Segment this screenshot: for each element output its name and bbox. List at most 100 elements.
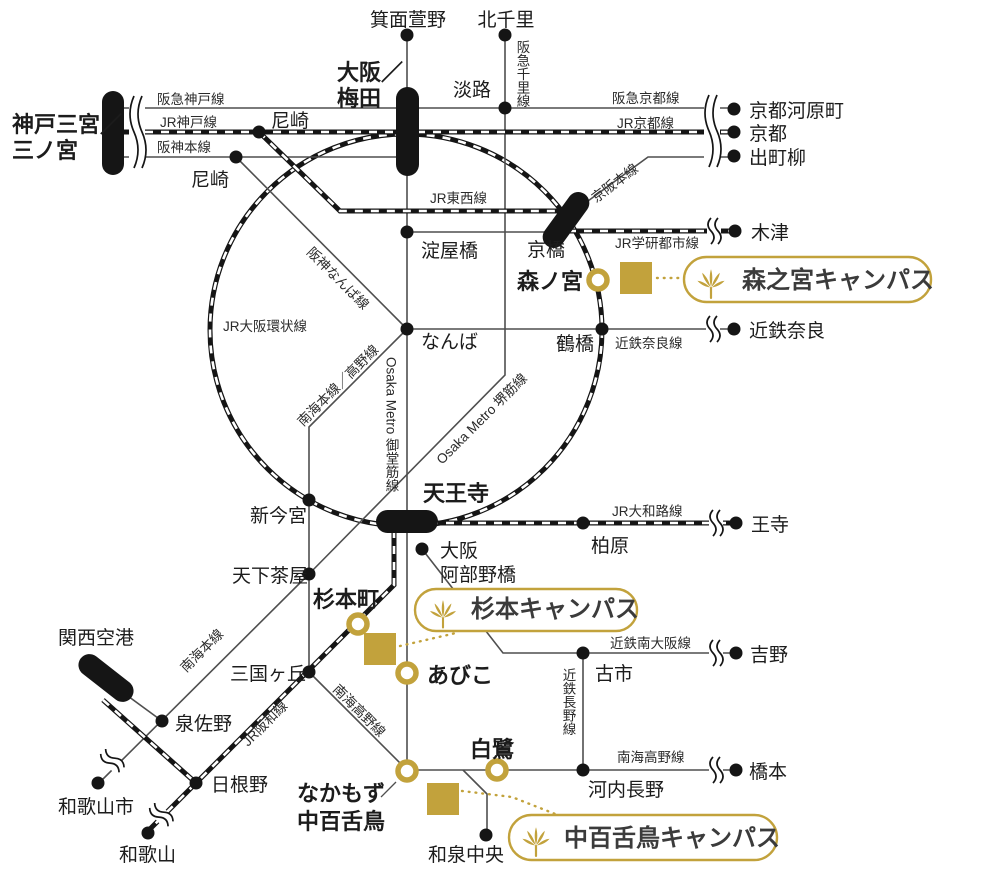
station-label-yodoyabashi: 淀屋橋 [421, 240, 478, 262]
station-dot-kita-senri [498, 28, 512, 42]
line-label-jr-kyoto: JR京都線 [617, 116, 674, 131]
station-label-kyoto-kawaramachi: 京都河原町 [749, 100, 844, 122]
station-label-kansai-airport: 関西空港 [58, 627, 134, 649]
line-label-jr-hanwa: JR阪和線 [240, 698, 291, 749]
campus-marker-sugimoto [364, 633, 396, 665]
station-label-osaka-abenobashi-2: 阿部野橋 [440, 564, 516, 586]
line-label-hankyu-kyoto: 阪急京都線 [612, 91, 680, 106]
station-dot-oji [729, 516, 743, 530]
station-dot-wakayama [141, 826, 155, 840]
station-dot-kizu [728, 224, 742, 238]
line-label-sakaisuji: Osaka Metro 堺筋線 [433, 370, 531, 468]
station-bar-kobe-sannomiya [102, 91, 124, 175]
semboku-line [462, 769, 488, 835]
campus-badge-morinomiya-bg [682, 255, 933, 304]
station-label-mikunigaoka: 三国ヶ丘 [230, 663, 306, 685]
station-dot-hashimoto [729, 763, 743, 777]
campus-badge-sugimoto-bg [413, 587, 639, 633]
station-label-amagasaki-hanshin: 尼崎 [191, 169, 229, 191]
station-label-wakayamashi: 和歌山市 [58, 796, 134, 818]
station-dot-amagasaki-jr [252, 125, 266, 139]
line-label-hankyu-kobe: 阪急神戸線 [157, 92, 225, 107]
line-label-hanshin-namba: 阪神なんば線 [304, 245, 372, 313]
campus-badge-morinomiya-label: 森之宮キャンパス [742, 266, 934, 294]
station-label-amagasaki-jr: 尼崎 [271, 110, 309, 132]
line-break-mark-oji [708, 509, 724, 537]
campus-connector-sugimoto [398, 631, 458, 648]
station-label-kawachinagano: 河内長野 [588, 779, 664, 801]
line-break-mark-nara [705, 315, 721, 343]
hankyu-senri-sakaisuji-line [308, 35, 506, 575]
station-bar-tennoji [376, 510, 438, 533]
station-label-tsuruhashi: 鶴橋 [556, 333, 594, 355]
station-bar-osaka-umeda [396, 87, 419, 176]
station-label-demachiyanagi: 出町柳 [749, 147, 806, 169]
campus-badge-nakamozu[interactable]: 中百舌鳥キャンパス [507, 813, 780, 862]
station-label-minoh-kayano: 箕面萱野 [370, 9, 446, 31]
station-label-izumi-chuo: 和泉中央 [428, 844, 504, 866]
nankai-main-line-south [97, 573, 310, 785]
line-label-hankyu-senri: 阪急千里線 [515, 40, 531, 108]
station-label-furuichi: 古市 [595, 663, 633, 685]
station-label-hashimoto: 橋本 [749, 761, 787, 783]
station-label-namba: なんば [421, 331, 478, 353]
station-dot-amagasaki-hanshin [229, 150, 243, 164]
jr-tozai-line [257, 130, 560, 214]
station-bar-kansai-airport [78, 654, 134, 702]
station-dot-kyoto-kawaramachi [727, 102, 741, 116]
station-dot-yodoyabashi [400, 225, 414, 239]
line-label-nankai-main-koya: 南海本線／高野線 [294, 341, 382, 429]
station-dot-minoh-kayano [400, 28, 414, 42]
line-label-jr-kobe: JR神戸線 [160, 115, 217, 130]
station-label-hineno: 日根野 [211, 774, 268, 796]
station-ring-shirasagi [485, 758, 509, 782]
line-label-kintetsu-minami-osaka: 近鉄南大阪線 [610, 636, 691, 651]
line-label-jr-yamatoji: JR大和路線 [612, 504, 683, 519]
station-dot-kashiwara [576, 516, 590, 530]
station-label-abiko: あびこ [427, 663, 493, 688]
station-label-oji: 王寺 [751, 514, 789, 536]
jr-kansai-airport-line [101, 698, 198, 785]
kintetsu-minami-osaka-line [421, 548, 735, 654]
station-label-osaka-umeda-2: 梅田 [337, 86, 381, 111]
jr-hanwa-stripe [145, 530, 396, 834]
station-label-kyobashi: 京橋 [527, 239, 565, 261]
campus-marker-morinomiya [620, 262, 652, 294]
station-bar-kyobashi [542, 192, 590, 248]
line-label-nankai-koya-horizontal: 南海高野線 [617, 749, 685, 765]
station-label-kintetsu-nara: 近鉄奈良 [749, 320, 825, 342]
station-ring-nakamozu [395, 759, 419, 783]
station-label-awaji: 淡路 [453, 79, 491, 101]
station-dot-awaji [498, 101, 512, 115]
station-label-shirasagi: 白鷺 [470, 737, 515, 762]
station-dot-namba [400, 322, 414, 336]
station-label-morinomiya: 森ノ宮 [517, 269, 583, 294]
station-label-wakayama: 和歌山 [119, 844, 176, 866]
station-label-nakamozu-1: なかもず [297, 781, 385, 806]
campus-badge-sugimoto[interactable]: 杉本キャンパス [413, 587, 639, 633]
station-dot-hineno [189, 776, 203, 790]
campus-badge-morinomiya[interactable]: 森之宮キャンパス [682, 255, 934, 304]
station-label-kyoto: 京都 [749, 123, 787, 145]
line-label-kintetsu-nara: 近鉄奈良線 [615, 336, 683, 351]
line-label-kintetsu-nagano: 近鉄長野線 [561, 668, 577, 736]
station-label-yoshino: 吉野 [750, 644, 788, 666]
station-ring-abiko [395, 661, 419, 685]
station-dot-kawachinagano [576, 763, 590, 777]
station-label-kobe-sannomiya-2: 三ノ宮 [12, 138, 78, 163]
station-label-kobe-sannomiya-1: 神戸三宮／ [12, 112, 122, 137]
station-label-shin-imamiya: 新今宮 [250, 505, 307, 527]
line-break-mark-kyoto [703, 93, 722, 169]
station-label-nakamozu-2: 中百舌鳥 [297, 809, 385, 834]
station-label-tengachaya: 天下茶屋 [232, 565, 308, 587]
station-label-osaka-abenobashi-1: 大阪 [440, 540, 478, 562]
campus-badge-nakamozu-label: 中百舌鳥キャンパス [564, 824, 780, 852]
nankai-main-koya-line [308, 328, 408, 672]
station-label-izumisano: 泉佐野 [175, 713, 232, 735]
line-label-hanshin-main: 阪神本線 [157, 140, 211, 155]
line-label-nankai-koya-diagonal: 南海高野線 [330, 681, 389, 740]
line-break-mark-sannomiya [128, 94, 147, 170]
line-break-mark-kizu [706, 217, 722, 245]
